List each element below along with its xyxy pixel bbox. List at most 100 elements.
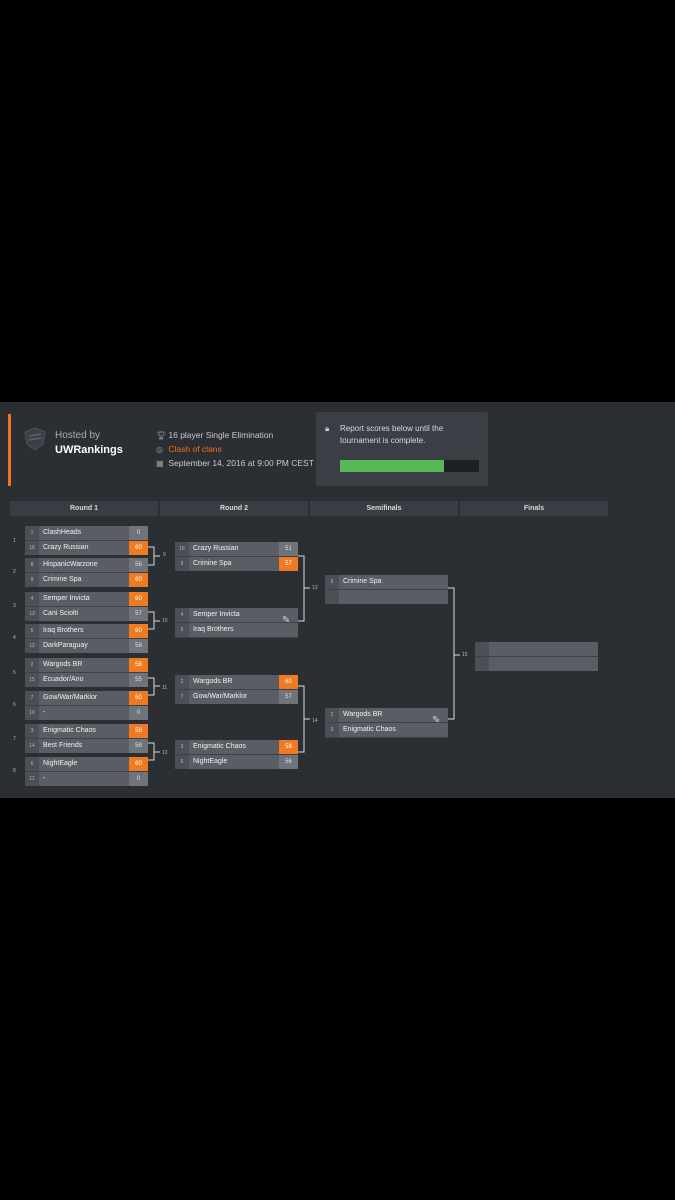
accent-bar xyxy=(8,414,11,486)
seed-number: 5 xyxy=(25,624,39,638)
report-scores-box: 🔒︎ Report scores below until the tournam… xyxy=(316,412,488,486)
score-badge: 0 xyxy=(129,772,148,786)
seed-number: 4 xyxy=(175,608,189,622)
match-number: 8 xyxy=(13,768,16,774)
match-number: 4 xyxy=(13,635,16,641)
host-name-link[interactable]: UWRankings xyxy=(55,444,123,456)
match-slot[interactable]: 4 Semper Invicta xyxy=(175,608,298,623)
bracket-connectors xyxy=(148,546,460,761)
match-number: 5 xyxy=(13,670,16,676)
seed-number: 2 xyxy=(25,658,39,672)
seed-number xyxy=(325,590,339,604)
match-slot[interactable] xyxy=(325,590,448,604)
match-13[interactable]: 9 Crimine Spa xyxy=(325,575,448,604)
participant-name: NightEagle xyxy=(43,760,78,767)
match-slot[interactable]: 10-0 xyxy=(25,706,148,720)
score-badge: 58 xyxy=(129,639,148,653)
score-badge: 0 xyxy=(129,706,148,720)
hosted-by-label: Hosted by xyxy=(55,430,101,441)
seed-number: 16 xyxy=(175,542,189,556)
match-number: 15 xyxy=(462,652,468,658)
seed-number xyxy=(475,642,489,656)
calendar-icon: ▦ xyxy=(156,459,164,468)
participant-name: Enigmatic Chaos xyxy=(43,727,96,734)
seed-number: 9 xyxy=(325,575,339,589)
match-number: 12 xyxy=(162,750,168,756)
match-number: 9 xyxy=(163,552,166,558)
participant-name: Crimine Spa xyxy=(43,576,82,583)
seed-number: 3 xyxy=(175,740,189,754)
score-badge: 51 xyxy=(279,542,298,556)
match-number: 10 xyxy=(162,618,168,624)
edit-icon[interactable]: ✎ xyxy=(282,615,291,626)
match-slot[interactable]: 2 Wargods BR 58 xyxy=(25,658,148,673)
edit-icon[interactable]: ✎ xyxy=(432,715,441,726)
seed-number: 2 xyxy=(325,708,339,722)
match-number: 7 xyxy=(13,736,16,742)
score-badge: 58 xyxy=(129,658,148,672)
seed-number: 9 xyxy=(175,557,189,571)
score-badge: 60 xyxy=(129,573,148,587)
match-slot[interactable]: 11-0 xyxy=(25,772,148,786)
participant-name: Wargods BR xyxy=(193,678,233,685)
participant-name: Crimine Spa xyxy=(343,578,382,585)
participant-name: Enigmatic Chaos xyxy=(343,726,396,733)
shield-logo-icon xyxy=(22,426,48,457)
participant-name: Wargods BR xyxy=(43,661,83,668)
participant-name: Semper Invicta xyxy=(193,611,240,618)
game-row: ◎ Clash of clans xyxy=(156,444,222,454)
match-number: 11 xyxy=(162,685,168,691)
seed-number: 10 xyxy=(25,706,39,720)
game-link[interactable]: Clash of clans xyxy=(168,444,222,454)
match-slot[interactable]: 9 Crimine Spa xyxy=(325,575,448,590)
participant-name: Iraq Brothers xyxy=(43,627,84,634)
match-number: 3 xyxy=(13,603,16,609)
seed-number: 12 xyxy=(25,639,39,653)
score-badge: 57 xyxy=(279,557,298,571)
progress-bar xyxy=(340,460,479,472)
match-slot[interactable] xyxy=(475,642,598,657)
seed-number: 14 xyxy=(25,739,39,753)
match-number: 1 xyxy=(13,538,16,544)
seed-number: 7 xyxy=(175,690,189,704)
score-badge: 59 xyxy=(129,724,148,738)
match-slot[interactable] xyxy=(475,657,598,671)
match-15[interactable] xyxy=(475,642,598,671)
format-row: 🏆︎ 16 player Single Elimination xyxy=(156,430,273,440)
